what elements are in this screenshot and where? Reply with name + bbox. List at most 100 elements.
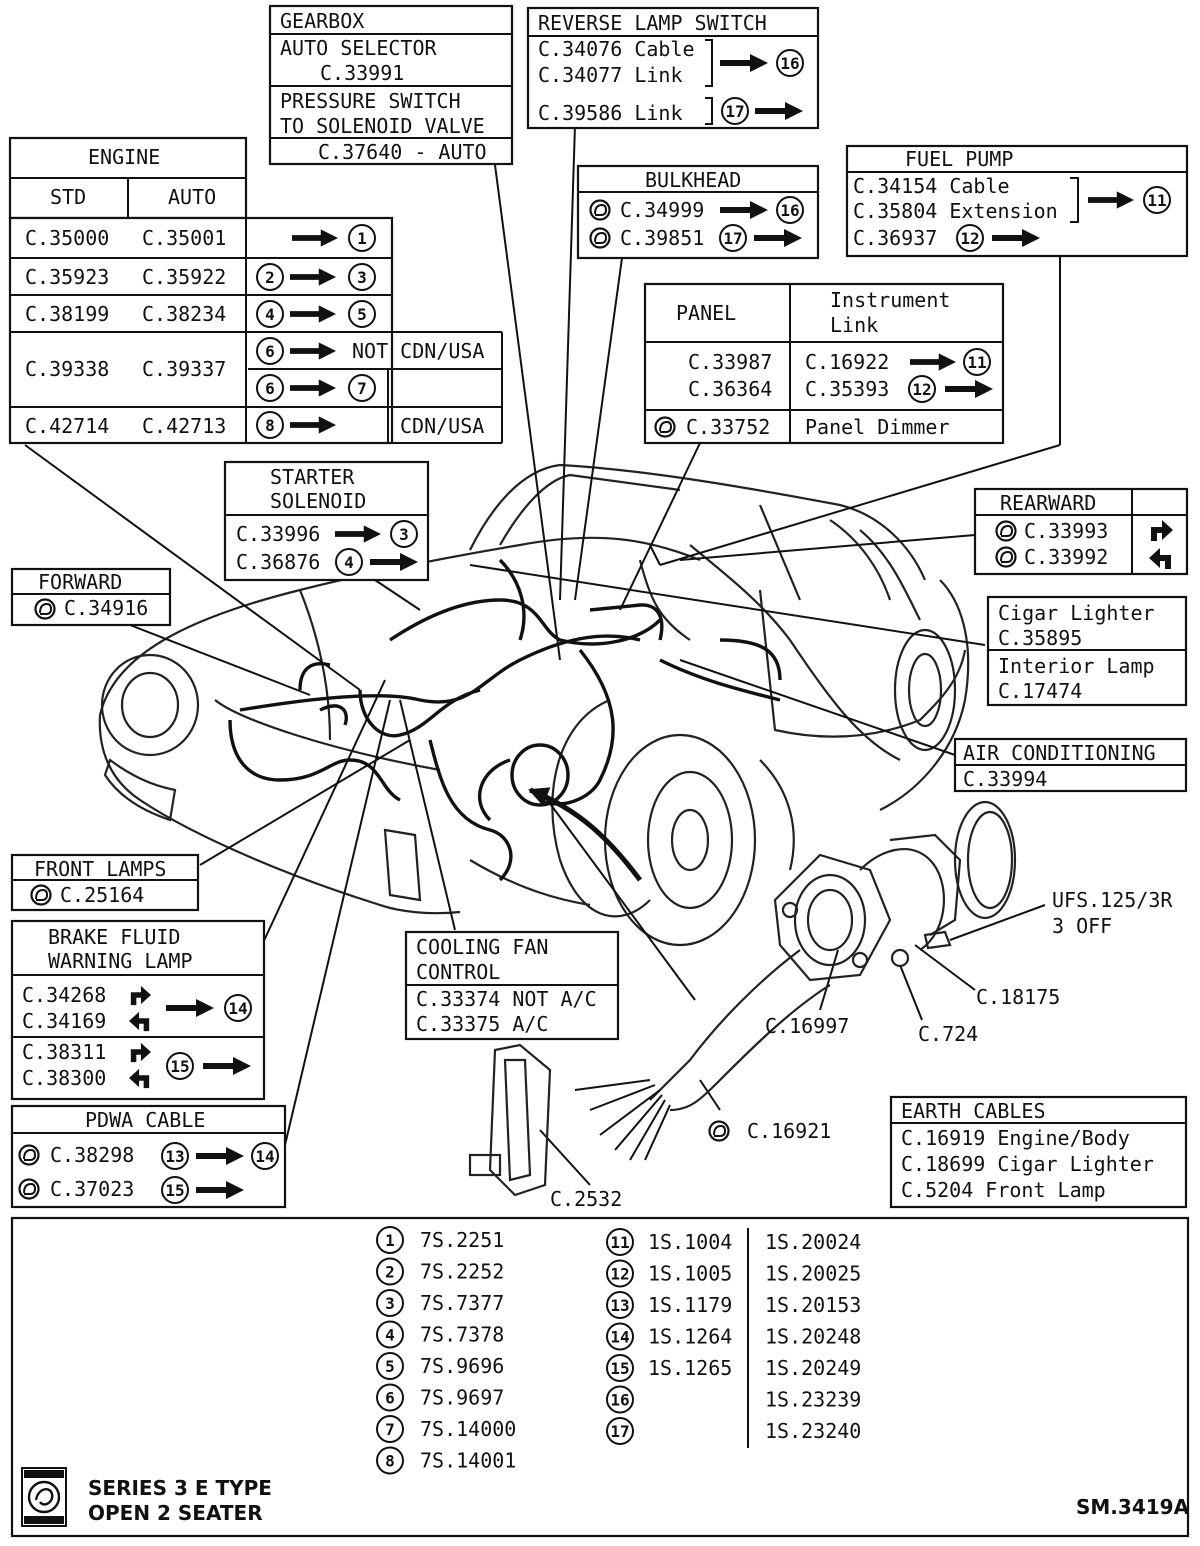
starter-title: SOLENOID [270, 489, 366, 513]
circled-number: 6 [376, 1383, 404, 1412]
svg-text:17: 17 [610, 1422, 629, 1441]
engine-col-auto: AUTO [168, 185, 216, 209]
svg-text:11: 11 [610, 1233, 629, 1252]
svg-text:11: 11 [1147, 191, 1166, 210]
engine-auto: C.35001 [142, 226, 226, 250]
fuel-pump-line: C.34154 Cable [853, 174, 1010, 198]
earth-icon [708, 1120, 730, 1142]
air-conditioning-box: AIR CONDITIONING C.33994 [953, 737, 1188, 793]
brake-line: C.38300 [22, 1066, 106, 1090]
circled-number: 15 [166, 1052, 194, 1080]
rearward-box: REARWARD C.33993 C.33992 [973, 487, 1189, 576]
earth-cables-line: C.18699 Cigar Lighter [901, 1152, 1154, 1176]
panel-col2: Link [830, 313, 878, 337]
panel-link: C.16922 [805, 350, 889, 374]
engine-auto: C.39337 [142, 357, 226, 381]
front-lamps-title: FRONT LAMPS [34, 857, 166, 881]
legend-part: 7S.7378 [420, 1323, 504, 1347]
circled-number: 3 [390, 520, 418, 548]
legend-part: 1S.20024 [765, 1230, 861, 1254]
svg-text:3: 3 [385, 1294, 395, 1313]
circled-number: 16 [776, 49, 804, 77]
circled-number: 8 [256, 411, 284, 439]
panel-box: PANEL Instrument Link C.33987 C.36364 C.… [643, 282, 1005, 445]
starter-title: STARTER [270, 465, 355, 489]
legend-part: 1S.1179 [648, 1293, 732, 1317]
pdwa-cable-box: PDWA CABLE C.38298 13 14 C.37023 15 [10, 1104, 287, 1209]
engine-std: C.35000 [25, 226, 109, 250]
svg-text:8: 8 [265, 416, 275, 435]
engine-note: NOT CDN/USA [352, 339, 484, 363]
panel-title: PANEL [676, 301, 736, 325]
callout-label: C.2532 [550, 1187, 622, 1211]
cooling-title: COOLING FAN [416, 935, 548, 959]
callouts: UFS.125/3R 3 OFF C.18175 C.724 C.16997 C… [550, 888, 1173, 1211]
circled-number: 5 [348, 300, 376, 328]
connector-illustration [468, 800, 1017, 1197]
circled-number: 12 [606, 1259, 634, 1288]
drawing-code: SM.3419A [1076, 1495, 1190, 1519]
engine-table: ENGINE STD AUTO C.35000 C.35001 1 C.3592… [8, 136, 503, 445]
circled-number: 12 [956, 224, 984, 252]
legend-part: 1S.20025 [765, 1262, 861, 1286]
engine-auto: C.38234 [142, 302, 226, 326]
svg-text:15: 15 [165, 1181, 184, 1200]
legend-part: 7S.9696 [420, 1354, 504, 1378]
cooling-line: C.33374 NOT A/C [416, 987, 597, 1011]
circled-number: 14 [606, 1322, 634, 1351]
legend-part: 7S.9697 [420, 1386, 504, 1410]
front-lamps-part: C.25164 [60, 883, 144, 907]
circled-number: 16 [606, 1385, 634, 1414]
svg-text:4: 4 [344, 553, 354, 572]
callout-label: UFS.125/3R [1052, 888, 1173, 912]
engine-auto: C.35922 [142, 265, 226, 289]
svg-text:6: 6 [385, 1389, 395, 1408]
bulkhead-title: BULKHEAD [645, 168, 741, 192]
cigar-lighter-box: Cigar Lighter C.35895 Interior Lamp C.17… [986, 595, 1188, 707]
earth-cables-title: EARTH CABLES [901, 1099, 1046, 1123]
reverse-lamp-line: C.34076 Cable [538, 37, 695, 61]
cigar-line: Interior Lamp [998, 654, 1155, 678]
svg-text:17: 17 [723, 229, 742, 248]
circled-number: 4 [256, 300, 284, 328]
circled-number: 8 [376, 1446, 404, 1475]
svg-text:16: 16 [780, 54, 799, 73]
fuel-pump-box: FUEL PUMP C.34154 Cable C.35804 Extensio… [845, 144, 1189, 258]
reverse-lamp-line: C.34077 Link [538, 63, 683, 87]
pdwa-line: C.37023 [50, 1177, 134, 1201]
callout-label: C.16921 [747, 1119, 831, 1143]
svg-text:6: 6 [265, 379, 275, 398]
panel-link: Panel Dimmer [805, 415, 950, 439]
bulkhead-line: C.34999 [620, 198, 704, 222]
car-illustration [98, 463, 970, 947]
svg-text:2: 2 [385, 1263, 395, 1282]
callout-label: C.16997 [765, 1014, 849, 1038]
gearbox-box: GEARBOX AUTO SELECTOR C.33991 PRESSURE S… [268, 4, 514, 166]
circled-number: 1 [348, 224, 376, 252]
circled-number: 14 [251, 1142, 279, 1170]
gearbox-line: AUTO SELECTOR [280, 36, 437, 60]
svg-text:4: 4 [385, 1326, 395, 1345]
circled-number: 1 [376, 1226, 404, 1254]
gearbox-title: GEARBOX [280, 9, 364, 33]
rearward-part: C.33992 [1024, 545, 1108, 569]
reverse-lamp-box: REVERSE LAMP SWITCH C.34076 Cable C.3407… [526, 6, 820, 130]
reverse-lamp-title: REVERSE LAMP SWITCH [538, 11, 767, 35]
legend-part: 7S.7377 [420, 1291, 504, 1315]
circled-number: 6 [256, 337, 284, 365]
brake-fluid-box: BRAKE FLUID WARNING LAMP C.34268 C.34169… [10, 919, 266, 1101]
callout-label: C.724 [918, 1022, 978, 1046]
pdwa-title: PDWA CABLE [85, 1108, 205, 1132]
svg-text:6: 6 [265, 342, 275, 361]
circled-number: 15 [606, 1354, 634, 1382]
fuel-pump-line: C.35804 Extension [853, 199, 1058, 223]
earth-cables-box: EARTH CABLES C.16919 Engine/Body C.18699… [889, 1095, 1188, 1209]
rearward-part: C.33993 [1024, 519, 1108, 543]
svg-text:14: 14 [255, 1147, 274, 1166]
engine-std: C.35923 [25, 265, 109, 289]
circled-number: 4 [335, 548, 363, 576]
svg-text:3: 3 [357, 268, 367, 287]
